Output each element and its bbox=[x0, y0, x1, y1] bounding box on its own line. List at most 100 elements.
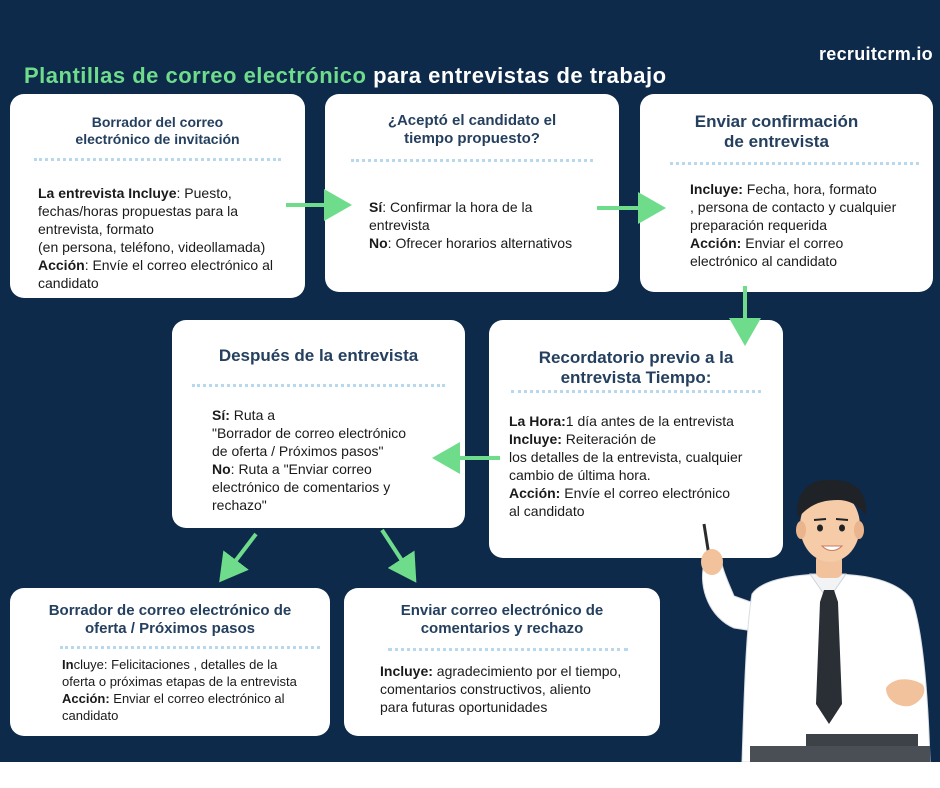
line-label: Acción bbox=[38, 257, 85, 273]
dotted-divider bbox=[34, 158, 281, 161]
card-title: ¿Aceptó el candidato el tiempo propuesto… bbox=[387, 112, 557, 147]
line-text: para futuras oportunidades bbox=[380, 699, 548, 715]
line-text: Reiteración de bbox=[561, 431, 657, 447]
card-line: candidato bbox=[38, 274, 273, 292]
card-title: Después de la entrevista bbox=[218, 346, 419, 365]
line-label: Acción: bbox=[509, 485, 561, 501]
card-after-interview: Después de la entrevista Sí: Ruta a"Borr… bbox=[172, 320, 465, 528]
line-text: candidato bbox=[62, 708, 119, 723]
card-line: No: Ruta a "Enviar correo bbox=[212, 460, 406, 478]
card-body: Incluye: agradecimiento por el tiempo, c… bbox=[380, 662, 621, 716]
line-label: No bbox=[212, 461, 231, 477]
line-text: Enviar el correo electrónico al bbox=[109, 691, 285, 706]
card-line: cambio de última hora. bbox=[509, 466, 742, 484]
line-label: La entrevista Incluye bbox=[38, 185, 177, 201]
card-line: electrónico al candidato bbox=[690, 252, 896, 270]
card-candidate-accepted: ¿Aceptó el candidato el tiempo propuesto… bbox=[325, 94, 619, 292]
card-line: fechas/horas propuestas para la bbox=[38, 202, 273, 220]
card-invitation-draft: Borrador del correo electrónico de invit… bbox=[10, 94, 305, 298]
line-label: Incluye: bbox=[509, 431, 562, 447]
card-line: entrevista bbox=[369, 216, 572, 234]
card-line: Acción: Enviar el correo electrónico al bbox=[62, 690, 297, 707]
line-text: electrónico de comentarios y bbox=[212, 479, 391, 495]
dotted-divider bbox=[60, 646, 320, 649]
dotted-divider bbox=[192, 384, 445, 387]
line-label: Sí bbox=[369, 199, 383, 215]
line-text: de oferta / Próximos pasos" bbox=[212, 443, 384, 459]
dotted-divider bbox=[388, 648, 628, 651]
page-title: Plantillas de correo electrónico para en… bbox=[24, 63, 667, 89]
line-label: Acción: bbox=[62, 691, 110, 706]
title-highlight: Plantillas de correo electrónico bbox=[24, 63, 367, 88]
card-send-confirmation: Enviar confirmación de entrevista Incluy… bbox=[640, 94, 933, 292]
card-title: Borrador del correo electrónico de invit… bbox=[75, 114, 240, 147]
line-label: Acción: bbox=[690, 235, 742, 251]
card-feedback-rejection: Enviar correo electrónico de comentarios… bbox=[344, 588, 660, 736]
card-line: La entrevista Incluye: Puesto, bbox=[38, 184, 273, 202]
line-text: oferta o próximas etapas de la entrevist… bbox=[62, 674, 297, 689]
card-line: oferta o próximas etapas de la entrevist… bbox=[62, 673, 297, 690]
card-line: No: Ofrecer horarios alternativos bbox=[369, 234, 572, 252]
line-text: entrevista, formato bbox=[38, 221, 154, 237]
arrow-after-to-offer bbox=[219, 532, 258, 583]
line-text: candidato bbox=[38, 275, 99, 291]
card-line: Sí: Confirmar la hora de la bbox=[369, 198, 572, 216]
line-text: preparación requerida bbox=[690, 217, 827, 233]
infographic-canvas: recruitcrm.io Plantillas de correo elect… bbox=[0, 0, 940, 762]
line-label: No bbox=[369, 235, 388, 251]
title-rest: para entrevistas de trabajo bbox=[366, 63, 667, 88]
line-text: rechazo" bbox=[212, 497, 267, 513]
card-line: La Hora:1 día antes de la entrevista bbox=[509, 412, 742, 430]
card-offer-draft: Borrador de correo electrónico de oferta… bbox=[10, 588, 330, 736]
line-text: electrónico al candidato bbox=[690, 253, 838, 269]
line-text: Fecha, hora, formato bbox=[742, 181, 877, 197]
line-text: fechas/horas propuestas para la bbox=[38, 203, 239, 219]
card-line: Incluye: Fecha, hora, formato bbox=[690, 180, 896, 198]
card-title: Borrador de correo electrónico de oferta… bbox=[48, 602, 292, 637]
line-label: La Hora: bbox=[509, 413, 566, 429]
line-label: In bbox=[62, 657, 74, 672]
flow-arrows bbox=[219, 189, 761, 583]
line-text: los detalles de la entrevista, cualquier bbox=[509, 449, 743, 465]
line-text: "Borrador de correo electrónico bbox=[212, 425, 407, 441]
line-text: Ruta a bbox=[229, 407, 276, 423]
card-title: Recordatorio previo a la entrevista Tiem… bbox=[538, 348, 734, 388]
line-text: : Puesto, bbox=[176, 185, 232, 201]
line-text: Envíe el correo electrónico bbox=[560, 485, 730, 501]
line-text: cambio de última hora. bbox=[509, 467, 651, 483]
card-line: al candidato bbox=[509, 502, 742, 520]
line-text: comentarios constructivos, aliento bbox=[380, 681, 591, 697]
line-label: Incluye: bbox=[690, 181, 743, 197]
card-line: Incluye: Felicitaciones , detalles de la bbox=[62, 656, 297, 673]
card-line: de oferta / Próximos pasos" bbox=[212, 442, 406, 460]
line-text: al candidato bbox=[509, 503, 585, 519]
arrow-after-to-feedback bbox=[380, 528, 417, 583]
line-label: Sí: bbox=[212, 407, 230, 423]
card-title: Enviar confirmación de entrevista bbox=[694, 112, 859, 152]
card-line: preparación requerida bbox=[690, 216, 896, 234]
card-line: comentarios constructivos, aliento bbox=[380, 680, 621, 698]
card-line: rechazo" bbox=[212, 496, 406, 514]
card-body: Sí: Ruta a"Borrador de correo electrónic… bbox=[212, 406, 406, 514]
card-line: Incluye: Reiteración de bbox=[509, 430, 742, 448]
dotted-divider bbox=[351, 159, 593, 162]
card-line: candidato bbox=[62, 707, 297, 724]
card-line: Acción: Envíe el correo electrónico al bbox=[38, 256, 273, 274]
card-body: Incluye: Fecha, hora, formato, persona d… bbox=[690, 180, 896, 270]
line-text: , persona de contacto y cualquier bbox=[690, 199, 897, 215]
line-text: : Envíe el correo electrónico al bbox=[84, 257, 274, 273]
dotted-divider bbox=[511, 390, 761, 393]
card-line: entrevista, formato bbox=[38, 220, 273, 238]
line-text: : Ruta a "Enviar correo bbox=[230, 461, 372, 477]
line-label: Incluye: bbox=[380, 663, 433, 679]
card-line: electrónico de comentarios y bbox=[212, 478, 406, 496]
card-reminder: Recordatorio previo a la entrevista Tiem… bbox=[489, 320, 783, 558]
card-line: "Borrador de correo electrónico bbox=[212, 424, 406, 442]
card-line: Sí: Ruta a bbox=[212, 406, 406, 424]
card-line: Acción: Envíe el correo electrónico bbox=[509, 484, 742, 502]
card-line: (en persona, teléfono, videollamada) bbox=[38, 238, 273, 256]
card-line: Incluye: agradecimiento por el tiempo, bbox=[380, 662, 621, 680]
line-text: entrevista bbox=[369, 217, 430, 233]
